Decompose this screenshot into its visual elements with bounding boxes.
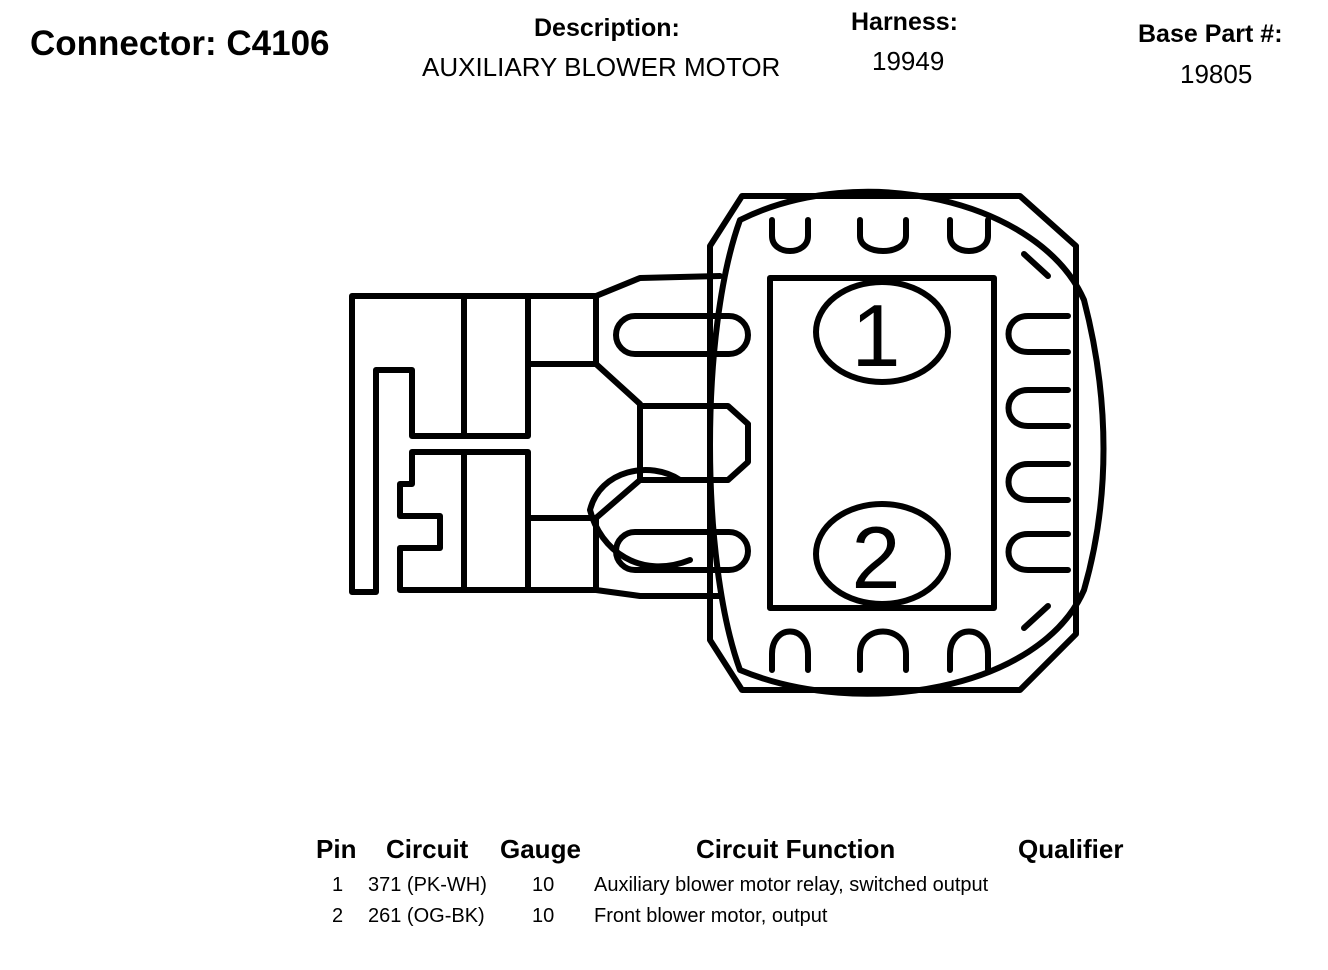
col-pin: Pin <box>316 834 357 864</box>
description-value: AUXILIARY BLOWER MOTOR <box>422 52 781 82</box>
main-body-outline <box>707 193 1079 693</box>
harness-value: 19949 <box>872 46 945 76</box>
shroud-taper <box>593 273 723 299</box>
shroud-taper-mid <box>593 361 643 521</box>
shroud-neck <box>525 293 599 367</box>
pin-1-label: 1 <box>852 286 901 385</box>
face-tick-top <box>1021 251 1051 279</box>
bottom-rib-1 <box>769 628 811 673</box>
base-part-value: 19805 <box>1180 59 1253 89</box>
right-rib-2 <box>1005 387 1071 429</box>
left-slot-1 <box>613 313 751 357</box>
row-1-circuit: 371 (PK-WH) <box>368 874 487 896</box>
shroud-neck-lower <box>525 515 599 593</box>
col-function: Circuit Function <box>696 834 896 864</box>
top-rib-1 <box>769 217 811 254</box>
connector-title: Connector: C4106 <box>30 24 330 63</box>
bottom-rib-3 <box>947 628 991 673</box>
pin-2-label: 2 <box>852 508 901 607</box>
base-part-label: Base Part #: <box>1138 20 1283 48</box>
latch-outline <box>349 293 531 595</box>
row-1-function: Auxiliary blower motor relay, switched o… <box>594 874 989 896</box>
terminal-cavity <box>767 275 997 611</box>
pin-1-circle <box>813 279 951 385</box>
row-2-circuit: 261 (OG-BK) <box>368 905 485 927</box>
right-rib-1 <box>1005 313 1071 355</box>
bottom-rib-2 <box>857 628 909 673</box>
col-circuit: Circuit <box>386 834 469 864</box>
col-qualifier: Qualifier <box>1018 834 1124 864</box>
harness-label: Harness: <box>851 8 958 36</box>
lower-latch <box>397 449 531 593</box>
row-1-gauge: 10 <box>532 874 555 896</box>
round-face <box>707 188 1107 697</box>
face-tick-bottom <box>1021 603 1051 631</box>
right-rib-3 <box>1005 461 1071 503</box>
top-rib-3 <box>947 217 991 254</box>
key-arc <box>587 467 693 570</box>
row-2-function: Front blower motor, output <box>594 905 828 927</box>
right-rib-4 <box>1005 531 1071 573</box>
description-label: Description: <box>534 14 680 42</box>
top-rib-2 <box>857 217 909 254</box>
row-2-pin: 2 <box>332 905 344 927</box>
row-1-pin: 1 <box>332 874 344 896</box>
pin-2-circle <box>813 501 951 607</box>
shroud-taper-lower <box>593 587 723 599</box>
row-2-gauge: 10 <box>532 905 555 927</box>
col-gauge: Gauge <box>500 834 581 864</box>
